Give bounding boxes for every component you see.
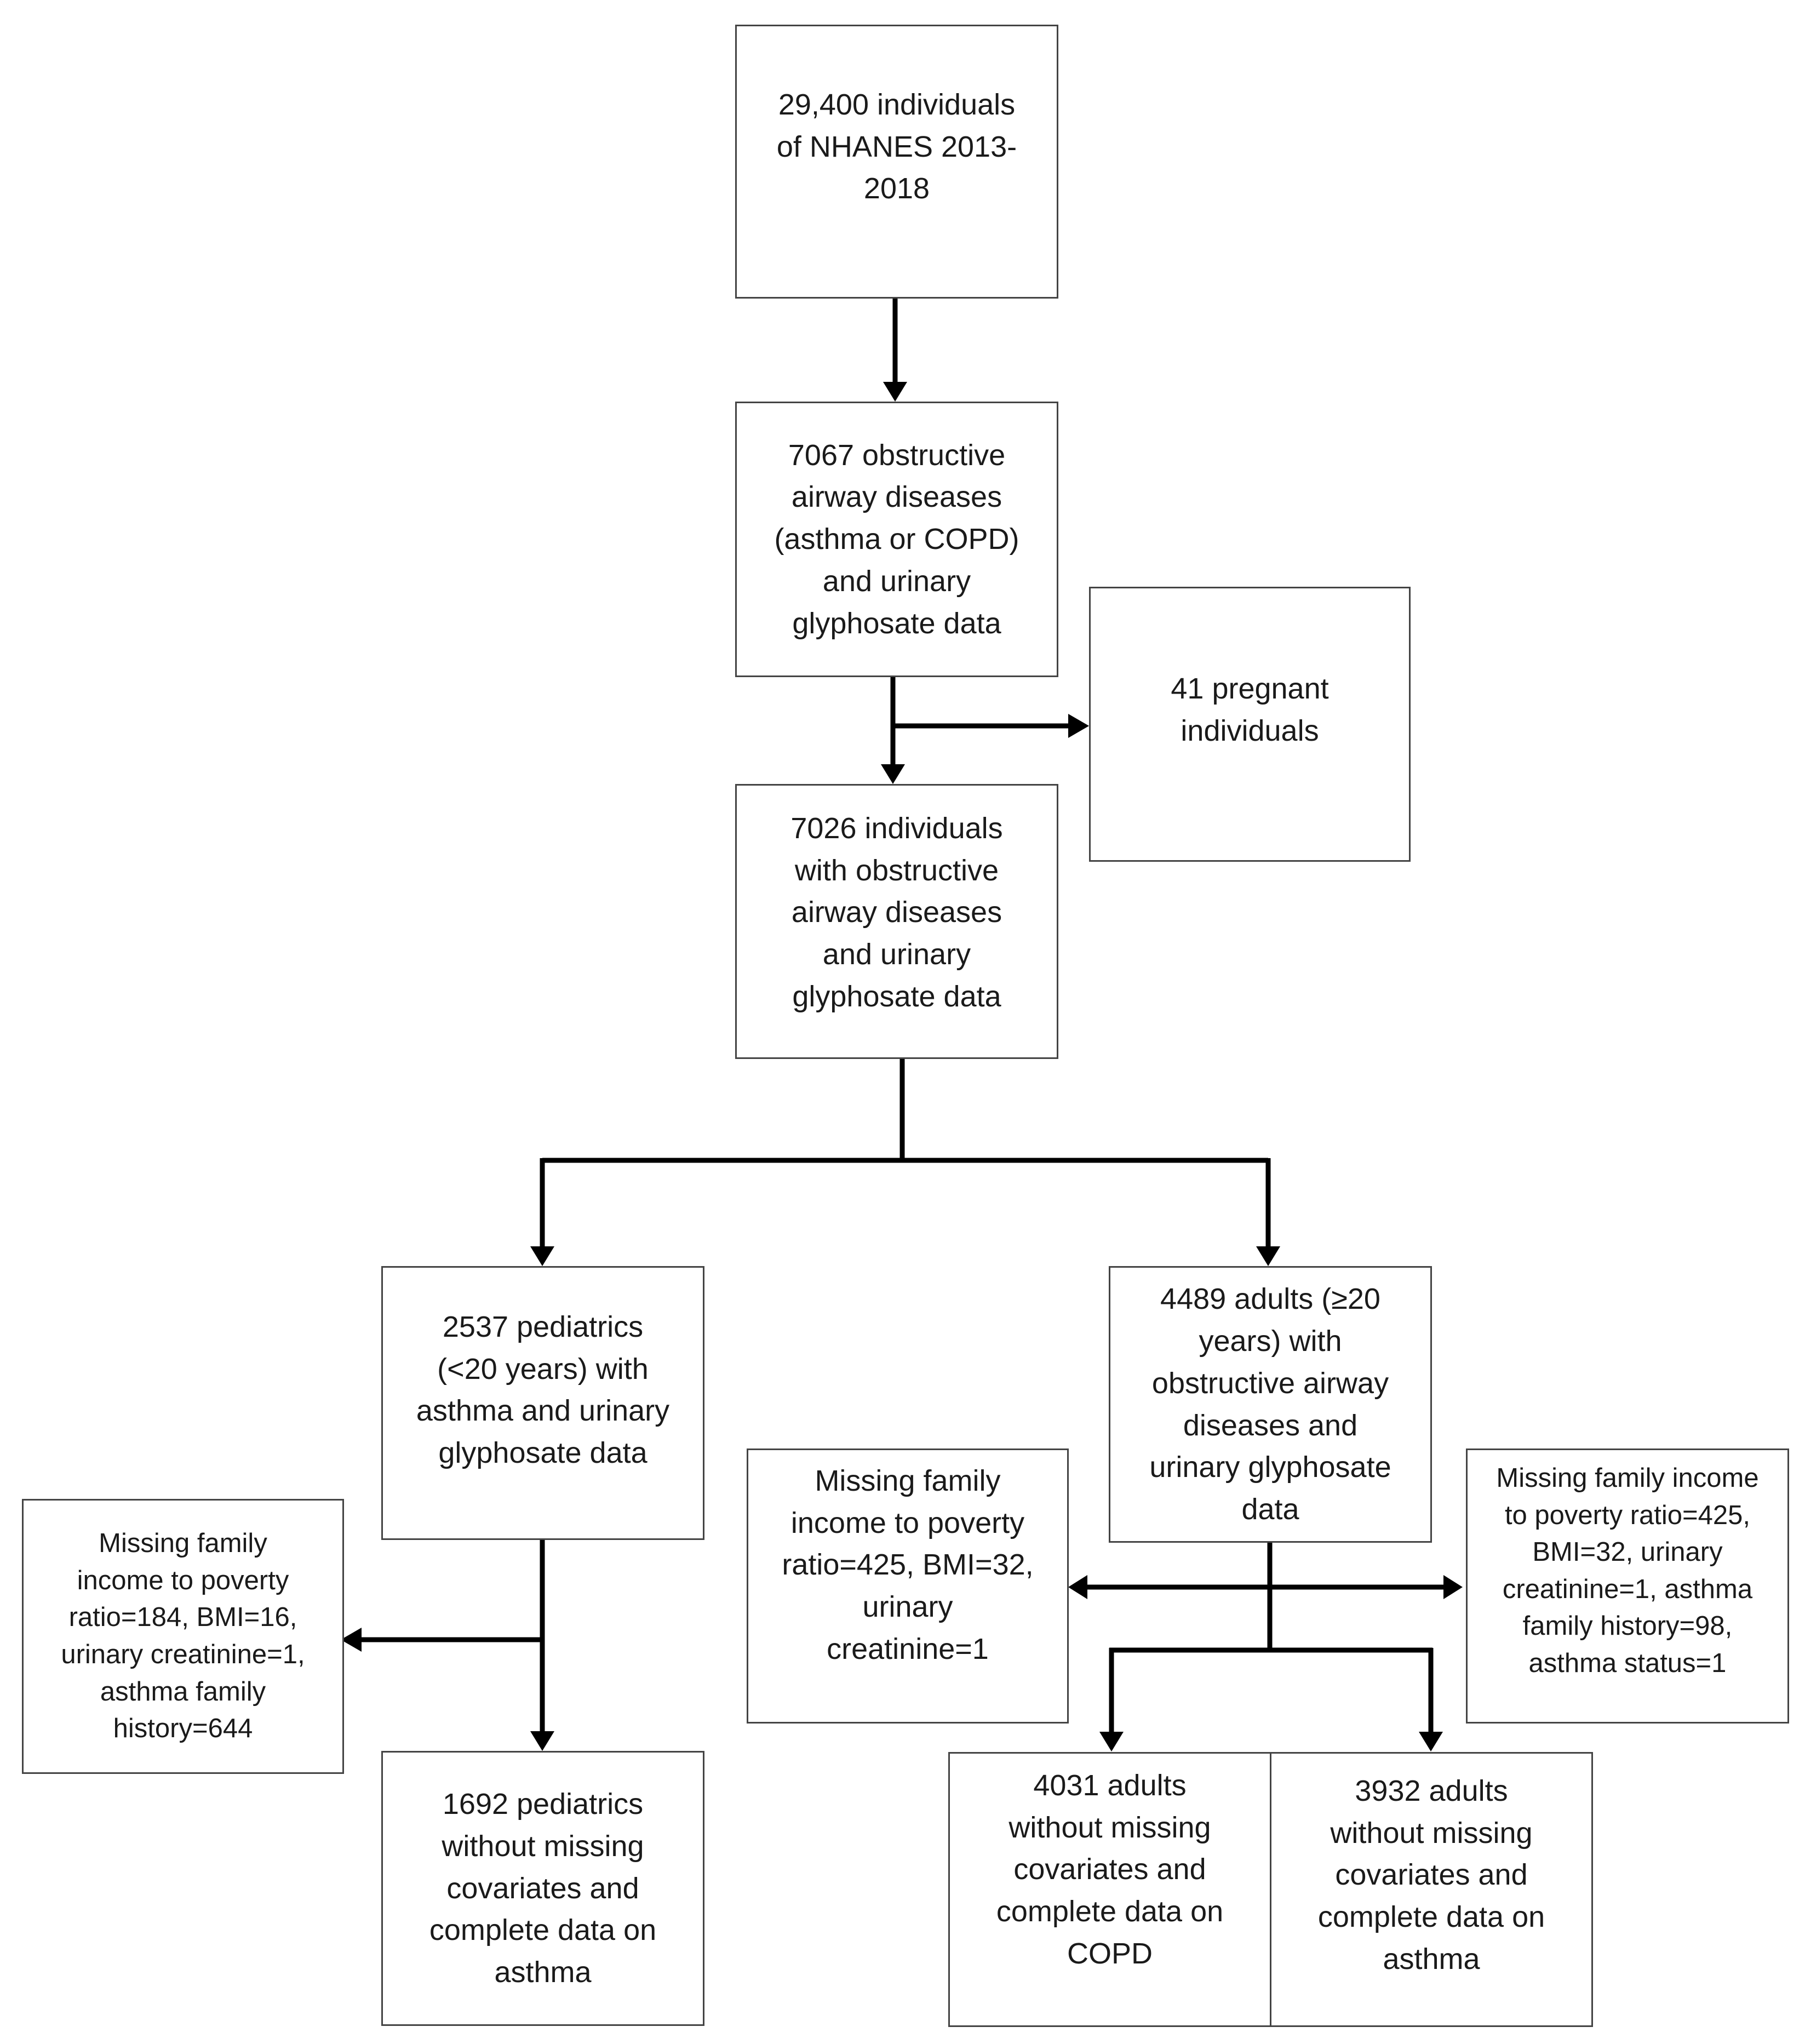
box-obstructive: 7067 obstructive airway diseases (asthma… xyxy=(735,402,1058,677)
arrowhead-final-copd xyxy=(1099,1732,1124,1751)
arrowhead-obstructive xyxy=(883,382,907,402)
box-pregnant: 41 pregnant individuals xyxy=(1089,587,1411,862)
arrowhead-7026 xyxy=(881,764,905,784)
arrowhead-pregnant xyxy=(1068,714,1089,738)
box-final-asthma: 3932 adults without missing covariates a… xyxy=(1270,1752,1593,2027)
arrowhead-pediatrics xyxy=(530,1246,554,1266)
arrowhead-missing-asthma-adult xyxy=(1443,1575,1463,1599)
box-missing-pediatric: Missing family income to poverty ratio=1… xyxy=(22,1499,344,1774)
box-pediatrics: 2537 pediatrics (<20 years) with asthma … xyxy=(381,1266,704,1540)
box-final-pediatrics: 1692 pediatrics without missing covariat… xyxy=(381,1751,704,2026)
box-adults: 4489 adults (≥20 years) with obstructive… xyxy=(1109,1266,1432,1543)
box-final-copd: 4031 adults without missing covariates a… xyxy=(948,1752,1271,2027)
arrowhead-missing-copd xyxy=(1068,1575,1087,1599)
arrowhead-final-asthma xyxy=(1419,1732,1443,1751)
arrowhead-final-pediatrics xyxy=(530,1731,554,1751)
box-missing-copd: Missing family income to poverty ratio=4… xyxy=(747,1448,1069,1724)
box-start: 29,400 individuals of NHANES 2013- 2018 xyxy=(735,25,1058,299)
arrowhead-missing-pediatric xyxy=(341,1628,362,1652)
box-missing-asthma-adult: Missing family income to poverty ratio=4… xyxy=(1466,1448,1789,1724)
arrowhead-adults xyxy=(1256,1246,1280,1266)
box-7026-individuals: 7026 individuals with obstructive airway… xyxy=(735,784,1058,1059)
